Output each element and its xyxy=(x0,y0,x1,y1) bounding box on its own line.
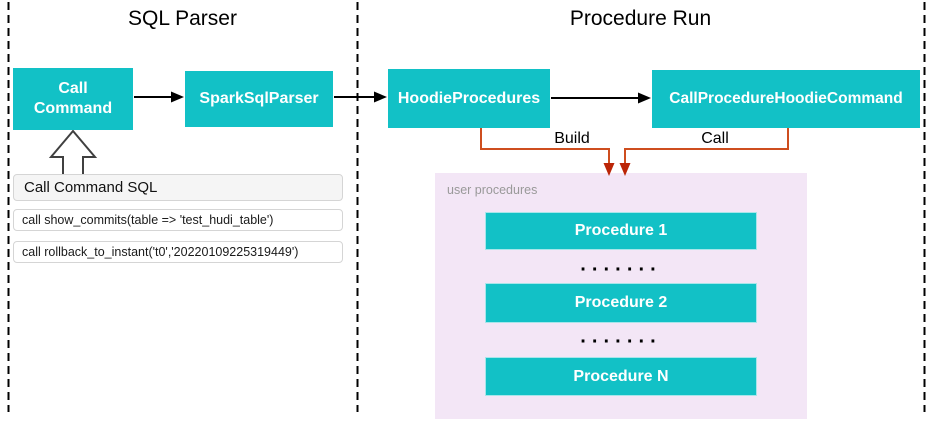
sql-panel-header: Call Command SQL xyxy=(13,174,343,201)
procedure-2-node: Procedure 2 xyxy=(485,283,757,323)
user-procedures-label: user procedures xyxy=(447,183,538,197)
spark-sql-parser-node: SparkSqlParser xyxy=(185,71,333,127)
sql-example-rollback-to-instant: call rollback_to_instant('t0','202201092… xyxy=(13,241,343,263)
procedure-n-node: Procedure N xyxy=(485,357,757,396)
hollow-up-arrow xyxy=(48,129,98,176)
sql-example-show-commits: call show_commits(table => 'test_hudi_ta… xyxy=(13,209,343,231)
arrow-sparksqlparser-to-hoodieprocedures xyxy=(334,91,387,103)
call-edge-label: Call xyxy=(701,130,729,147)
call-procedure-hoodie-command-node: CallProcedureHoodieCommand xyxy=(652,70,920,128)
build-edge-label: Build xyxy=(554,130,590,147)
arrow-hoodieprocedures-to-callprocedure xyxy=(551,92,651,104)
ellipsis-dots: ······· xyxy=(580,331,662,353)
call-command-node: Call Command xyxy=(13,68,133,130)
sql-parser-lane-title: SQL Parser xyxy=(128,7,237,30)
ellipsis-dots: ······· xyxy=(580,259,662,281)
procedure-run-lane-title: Procedure Run xyxy=(569,7,712,30)
procedure-1-node: Procedure 1 xyxy=(485,212,757,250)
user-procedures-container: user procedures Procedure 1 ······· Proc… xyxy=(435,173,807,419)
arrow-callcommand-to-sparksqlparser xyxy=(134,91,184,103)
hoodie-procedures-node: HoodieProcedures xyxy=(388,69,550,128)
